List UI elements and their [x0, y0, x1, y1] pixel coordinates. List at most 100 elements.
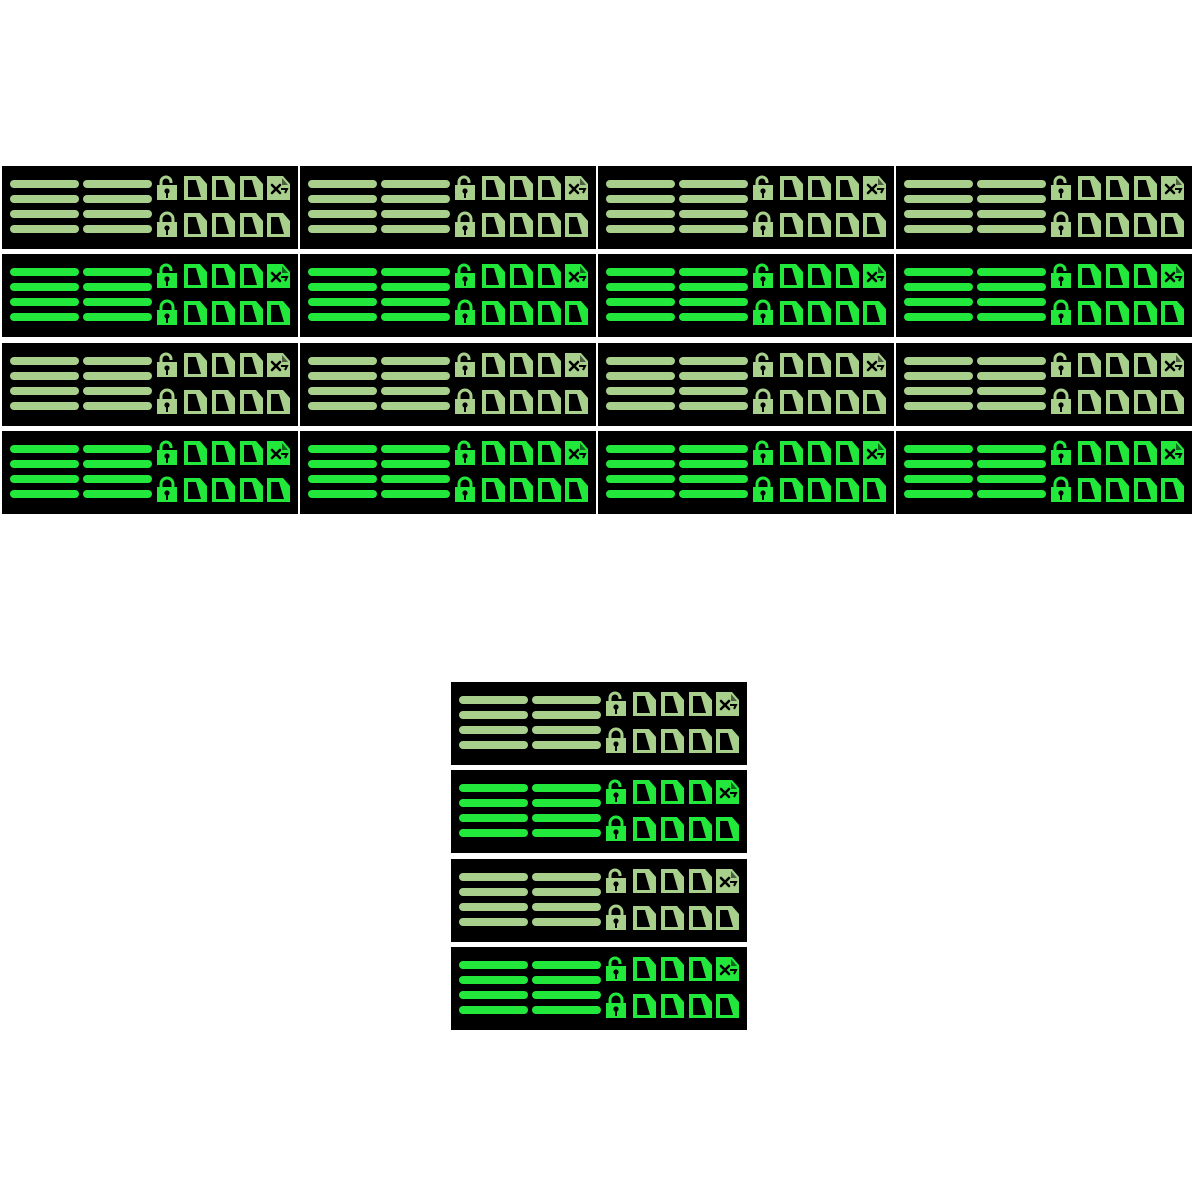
bar [904, 402, 973, 410]
bar [381, 225, 450, 233]
document-icon [1134, 478, 1157, 502]
bar [381, 268, 450, 276]
bar [532, 888, 601, 896]
bar [381, 387, 450, 395]
document-icon [184, 301, 207, 325]
bar [10, 225, 79, 233]
bar [459, 873, 528, 881]
document-icon [1161, 478, 1184, 502]
bar [606, 313, 675, 321]
document-icon [836, 213, 859, 237]
document-icon [1078, 478, 1101, 502]
document-icon [1106, 176, 1129, 200]
document-icon [633, 906, 656, 930]
bar-group-right [83, 357, 152, 410]
panel-pale [598, 343, 894, 426]
document-icon [633, 869, 656, 893]
bar [679, 210, 748, 218]
document-icon [808, 390, 831, 414]
bar [381, 460, 450, 468]
document-icon [538, 353, 561, 377]
document-icon [716, 994, 739, 1018]
lock-open-icon [753, 440, 773, 465]
bar [83, 225, 152, 233]
bar [381, 490, 450, 498]
document-icon [780, 441, 803, 465]
document-icon [689, 906, 712, 930]
bar [381, 298, 450, 306]
document-icon [482, 390, 505, 414]
document-icon [1161, 213, 1184, 237]
bar [606, 387, 675, 395]
bar [10, 283, 79, 291]
document-icon [1078, 176, 1101, 200]
document-icon [565, 478, 588, 502]
bar-group-left [904, 445, 973, 498]
lock-open-icon [1051, 440, 1071, 465]
lock-closed-icon [606, 727, 626, 753]
bar-group-right [532, 961, 601, 1014]
document-icon [212, 390, 235, 414]
document-icon [1078, 213, 1101, 237]
bar [10, 490, 79, 498]
panel-pale [300, 343, 596, 426]
document-x-icon [267, 264, 290, 288]
bar [83, 298, 152, 306]
bar [977, 298, 1046, 306]
bar-group-right [381, 180, 450, 233]
bar [10, 387, 79, 395]
document-x-icon [565, 264, 588, 288]
bar [532, 976, 601, 984]
document-x-icon [267, 441, 290, 465]
document-x-icon [565, 176, 588, 200]
document-icon [808, 264, 831, 288]
bar [977, 372, 1046, 380]
bar [459, 784, 528, 792]
bar-group-right [977, 180, 1046, 233]
document-icon [808, 301, 831, 325]
document-icon [1106, 264, 1129, 288]
document-icon [538, 213, 561, 237]
panel-neon [598, 431, 894, 514]
bar [308, 475, 377, 483]
bar-group-right [679, 180, 748, 233]
document-icon [510, 390, 533, 414]
document-icon [538, 478, 561, 502]
document-icon [661, 957, 684, 981]
bar-group-right [977, 268, 1046, 321]
bar [308, 283, 377, 291]
lock-closed-icon [1051, 299, 1071, 325]
bar [977, 402, 1046, 410]
bar [459, 711, 528, 719]
bar [679, 225, 748, 233]
document-icon [633, 817, 656, 841]
document-icon [240, 301, 263, 325]
document-icon [716, 729, 739, 753]
document-icon [863, 213, 886, 237]
document-icon [510, 264, 533, 288]
document-icon [212, 213, 235, 237]
document-icon [633, 994, 656, 1018]
bar [459, 696, 528, 704]
bar [977, 313, 1046, 321]
document-icon [863, 478, 886, 502]
document-icon [240, 264, 263, 288]
bar [83, 475, 152, 483]
bar [904, 445, 973, 453]
bar [904, 490, 973, 498]
document-icon [538, 264, 561, 288]
lock-closed-icon [753, 476, 773, 502]
document-x-icon [267, 176, 290, 200]
document-icon [267, 301, 290, 325]
document-icon [482, 176, 505, 200]
lock-open-icon [606, 956, 626, 981]
bar [308, 357, 377, 365]
lock-closed-icon [455, 211, 475, 237]
document-icon [240, 441, 263, 465]
bar-group-left [606, 180, 675, 233]
document-icon [633, 957, 656, 981]
document-icon [780, 176, 803, 200]
bar [904, 195, 973, 203]
document-x-icon [716, 957, 739, 981]
document-icon [836, 390, 859, 414]
